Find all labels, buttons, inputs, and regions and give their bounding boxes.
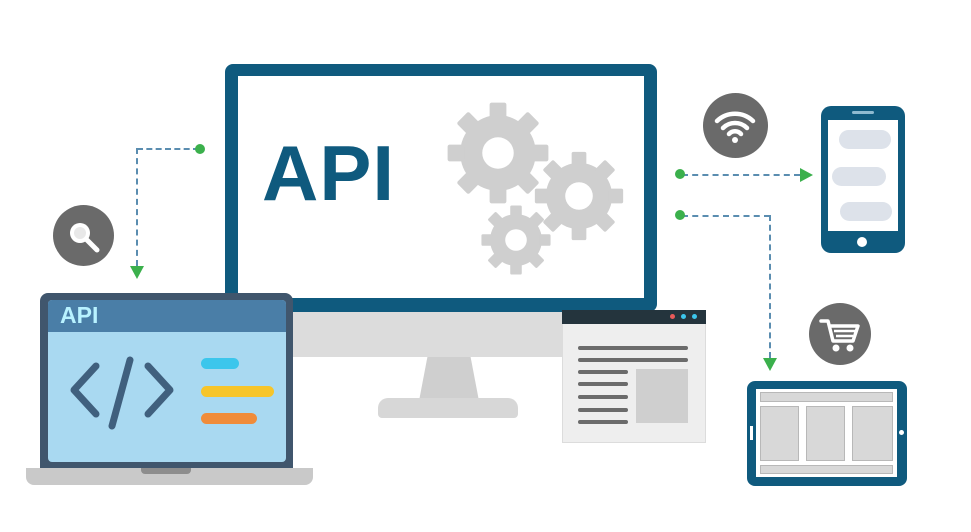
gear-icon — [447, 102, 549, 204]
code-icon — [70, 356, 174, 430]
tablet-column-block — [852, 406, 893, 461]
browser-dot — [670, 314, 675, 319]
browser-text-line — [578, 408, 628, 412]
browser-text-line — [578, 370, 628, 374]
tablet-header-block — [760, 392, 893, 402]
connector-arrow — [763, 358, 777, 371]
browser-text-line — [578, 346, 688, 350]
smartphone-speaker — [852, 111, 874, 114]
connector-monitor-to-tablet-v — [769, 215, 771, 358]
connector-arrow — [800, 168, 813, 182]
monitor-api-title: API — [262, 129, 396, 217]
laptop-api-label: API — [60, 302, 99, 328]
browser-text-line — [578, 395, 628, 399]
tablet-side-button — [750, 426, 753, 440]
connector-dot — [675, 169, 685, 179]
wifi-icon — [714, 111, 756, 143]
browser-title-bar — [562, 310, 706, 324]
cart-circle — [809, 303, 871, 365]
tablet-camera — [899, 430, 904, 435]
chat-bubble — [832, 167, 886, 186]
tablet-footer-block — [760, 465, 893, 474]
connector-dot — [675, 210, 685, 220]
browser-text-line — [578, 420, 628, 424]
browser-dot — [681, 314, 686, 319]
connector-search-to-monitor-h — [137, 148, 199, 150]
laptop-base — [26, 468, 313, 485]
browser-text-line — [578, 382, 628, 386]
connector-search-to-monitor-v — [136, 148, 138, 266]
laptop-notch — [141, 468, 191, 474]
code-line-bar — [201, 413, 257, 424]
browser-image-placeholder — [636, 369, 688, 423]
gears-illustration — [447, 102, 624, 275]
browser-dot — [692, 314, 697, 319]
connector-dot — [195, 144, 205, 154]
laptop-header-bar — [48, 300, 286, 332]
monitor-stand-base — [378, 398, 518, 418]
smartphone-home-button — [857, 237, 867, 247]
gear-icon — [534, 151, 624, 241]
shopping-cart-icon — [819, 319, 860, 352]
monitor-stand-neck — [419, 357, 479, 401]
gear-icon — [481, 205, 551, 275]
search-icon — [70, 223, 100, 253]
code-line-bar — [201, 386, 274, 397]
browser-text-line — [578, 358, 688, 362]
connector-monitor-to-tablet-h — [682, 215, 770, 217]
chat-bubble — [839, 130, 891, 149]
wifi-circle — [703, 93, 768, 158]
connector-monitor-to-phone — [682, 174, 800, 176]
connector-arrow — [130, 266, 144, 279]
code-line-bar — [201, 358, 239, 369]
tablet-column-block — [806, 406, 845, 461]
tablet-column-block — [760, 406, 799, 461]
chat-bubble — [840, 202, 892, 221]
